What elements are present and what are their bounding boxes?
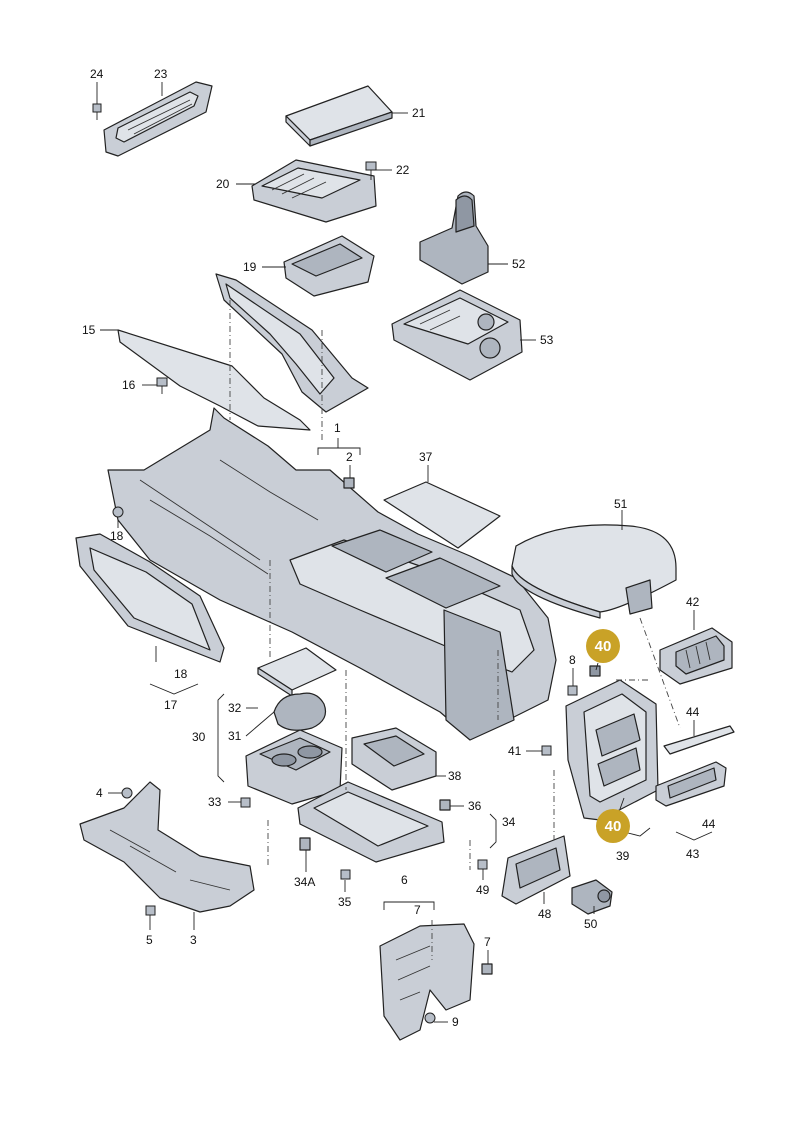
callout-41: 41 xyxy=(508,744,522,758)
callout-1: 1 xyxy=(334,421,341,435)
part-37-mat[interactable] xyxy=(383,481,501,549)
part-52-gear-boot[interactable] xyxy=(419,191,489,285)
part-2-clip[interactable] xyxy=(343,477,355,489)
callout-15: 15 xyxy=(82,323,96,337)
part-16-screw[interactable] xyxy=(156,377,168,394)
part-35-screw[interactable] xyxy=(340,869,351,880)
part-7-clip[interactable] xyxy=(481,963,493,975)
part-49-screw[interactable] xyxy=(477,859,488,870)
part-9-nut[interactable] xyxy=(424,1012,436,1024)
callout-39: 39 xyxy=(616,849,630,863)
part-33-screw[interactable] xyxy=(240,797,251,808)
part-51-armrest[interactable] xyxy=(511,524,677,619)
callout-9: 9 xyxy=(452,1015,459,1029)
part-17-side-panel[interactable] xyxy=(75,533,225,663)
callout-43: 43 xyxy=(686,847,700,861)
part-3-bracket[interactable] xyxy=(79,781,255,913)
part-6-lower-bracket[interactable] xyxy=(379,923,475,1041)
part-15-side-trim[interactable] xyxy=(117,329,311,431)
callout-7-lower: 7 xyxy=(484,935,491,949)
callout-51: 51 xyxy=(614,497,628,511)
highlight-40-lower-leader xyxy=(619,797,625,810)
callout-34A: 34A xyxy=(294,875,315,889)
part-20-tray[interactable] xyxy=(251,159,377,223)
callout-labels: 24 23 21 22 20 52 19 15 53 16 1 2 37 51 … xyxy=(82,67,716,1029)
part-24-screw[interactable] xyxy=(92,103,102,120)
callout-20: 20 xyxy=(216,177,230,191)
callout-36: 36 xyxy=(468,799,482,813)
callout-17: 17 xyxy=(164,698,178,712)
callout-49: 49 xyxy=(476,883,490,897)
part-1-center-console[interactable] xyxy=(107,407,557,741)
part-34A-clip[interactable] xyxy=(299,837,311,851)
callout-3: 3 xyxy=(190,933,197,947)
leader-lines xyxy=(96,82,713,1023)
callout-34: 34 xyxy=(502,815,516,829)
callout-6: 6 xyxy=(401,873,408,887)
part-8-screw[interactable] xyxy=(567,685,578,696)
callout-35: 35 xyxy=(338,895,352,909)
part-4-nut[interactable] xyxy=(121,787,133,799)
callout-30: 30 xyxy=(192,730,206,744)
callout-5: 5 xyxy=(146,933,153,947)
callout-37: 37 xyxy=(419,450,433,464)
part-21-lid[interactable] xyxy=(285,85,393,147)
part-22-screw[interactable] xyxy=(365,161,377,180)
callout-38: 38 xyxy=(448,769,462,783)
callout-48: 48 xyxy=(538,907,552,921)
callout-44-upper: 44 xyxy=(686,705,700,719)
callout-7-upper: 7 xyxy=(414,903,421,917)
part-19-insert[interactable] xyxy=(283,235,375,297)
callout-4: 4 xyxy=(96,786,103,800)
callout-19: 19 xyxy=(243,260,257,274)
part-41-screw[interactable] xyxy=(541,745,552,756)
callout-18-lower: 18 xyxy=(174,667,188,681)
highlight-badge-40-upper[interactable]: 40 xyxy=(586,629,620,663)
part-36-clip[interactable] xyxy=(439,799,451,811)
highlight-40-upper-text: 40 xyxy=(595,638,612,655)
callout-8: 8 xyxy=(569,653,576,667)
highlight-badge-40-lower[interactable]: 40 xyxy=(596,809,630,843)
callout-32: 32 xyxy=(228,701,242,715)
part-43-lower-vent[interactable] xyxy=(655,761,727,807)
highlight-40-upper-leader xyxy=(595,662,599,671)
callout-16: 16 xyxy=(122,378,136,392)
callout-42: 42 xyxy=(686,595,700,609)
callout-33: 33 xyxy=(208,795,222,809)
part-38-switch-unit[interactable] xyxy=(351,727,437,791)
callout-44-lower: 44 xyxy=(702,817,716,831)
callout-2: 2 xyxy=(346,450,353,464)
part-18-clip[interactable] xyxy=(112,506,124,518)
part-32-cover[interactable] xyxy=(257,647,337,697)
callout-22: 22 xyxy=(396,163,410,177)
callout-31: 31 xyxy=(228,729,242,743)
callout-18-upper: 18 xyxy=(110,529,124,543)
part-top-trim-strip[interactable] xyxy=(215,273,369,413)
callout-50: 50 xyxy=(584,917,598,931)
part-40-clip[interactable] xyxy=(589,665,601,677)
callout-53: 53 xyxy=(540,333,554,347)
callout-52: 52 xyxy=(512,257,526,271)
part-50-socket[interactable] xyxy=(571,879,613,915)
callout-24: 24 xyxy=(90,67,104,81)
highlight-40-lower-text: 40 xyxy=(605,818,622,835)
part-42-rear-vent[interactable] xyxy=(659,627,733,685)
part-31-cupholder-mat[interactable] xyxy=(273,692,327,731)
part-39-rear-trim[interactable] xyxy=(565,679,659,821)
part-53-shifter-module[interactable] xyxy=(391,289,523,381)
part-34-storage-tray[interactable] xyxy=(297,781,445,863)
part-44-cover-strip[interactable] xyxy=(663,725,735,755)
callout-21: 21 xyxy=(412,106,426,120)
callout-23: 23 xyxy=(154,67,168,81)
part-23-vent-frame[interactable] xyxy=(103,81,213,157)
part-5-screw[interactable] xyxy=(145,905,156,916)
part-48-switch-panel[interactable] xyxy=(501,835,571,905)
